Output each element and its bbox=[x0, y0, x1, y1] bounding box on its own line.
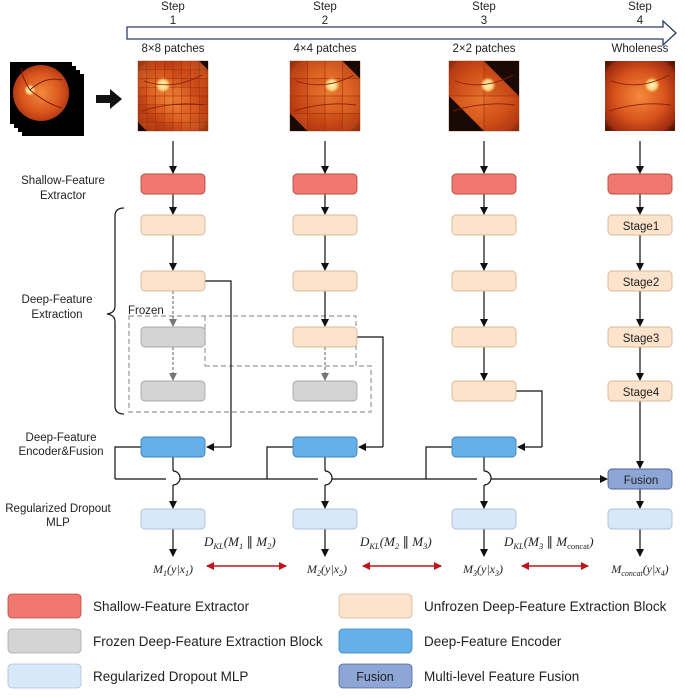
unfrozen-block-step-4-stage-4 bbox=[607, 380, 673, 402]
stage4-label: Stage4 bbox=[623, 387, 660, 399]
unfrozen-block-step-3-stage-1 bbox=[451, 214, 517, 236]
input-fundus-stack bbox=[10, 62, 84, 136]
mlp-row-label-2: MLP bbox=[46, 517, 70, 529]
legend-label-encoder: Deep-Feature Encoder bbox=[424, 634, 562, 649]
output-m3: M3(y|x3) bbox=[462, 562, 503, 578]
input-arrow bbox=[96, 89, 122, 109]
kl-terms: DKL(M1 ∥ M2) DKL(M2 ∥ M3) DKL(M3 ∥ Mconc… bbox=[203, 534, 594, 551]
dropout-mlp-step-4 bbox=[607, 508, 673, 530]
deep-feature-encoder-step-3 bbox=[451, 436, 517, 458]
shallow-extractor-step-2 bbox=[292, 173, 358, 195]
fusion-box-label: Fusion bbox=[624, 475, 659, 487]
deep-row-label-2: Extraction bbox=[31, 309, 82, 321]
frozen-block-step-2-stage-4 bbox=[292, 380, 358, 402]
encoder-row-label-1: Deep-Feature bbox=[26, 432, 97, 444]
step-4-title: Step bbox=[628, 1, 652, 13]
legend-swatch-mlp bbox=[7, 663, 82, 689]
step-4-number: 4 bbox=[637, 15, 644, 27]
unfrozen-block-step-4-stage-3 bbox=[607, 326, 673, 348]
patch-image-step-4 bbox=[605, 61, 675, 131]
shallow-extractor-step-4 bbox=[607, 173, 673, 195]
patch-image-step-1 bbox=[137, 60, 209, 132]
legend-label-fusion: Multi-level Feature Fusion bbox=[424, 669, 579, 684]
frozen-label: Frozen bbox=[128, 305, 164, 317]
encoder-row-label-2: Encoder&Fusion bbox=[18, 446, 103, 458]
step-3-number: 3 bbox=[481, 15, 487, 27]
unfrozen-block-step-2-stage-2 bbox=[292, 270, 358, 292]
legend-label-frozen: Frozen Deep-Feature Extraction Block bbox=[93, 634, 323, 649]
patch-labels: 8×8 patches 4×4 patches 2×2 patches Whol… bbox=[142, 43, 669, 55]
legend-swatch-frozen bbox=[7, 628, 82, 654]
step-2-title: Step bbox=[313, 1, 337, 13]
patch-image-step-3 bbox=[448, 60, 520, 132]
unfrozen-block-step-2-stage-3 bbox=[292, 326, 358, 348]
output-m2: M2(y|x2) bbox=[306, 562, 347, 578]
legend-swatch-shallow bbox=[7, 593, 82, 619]
deep-feature-encoder-step-1 bbox=[140, 436, 206, 458]
unfrozen-block-step-1-stage-2 bbox=[140, 270, 206, 292]
patch-label-3: 2×2 patches bbox=[453, 43, 516, 55]
legend-label-mlp: Regularized Dropout MLP bbox=[93, 669, 248, 684]
frozen-block-step-1-stage-3 bbox=[140, 326, 206, 348]
unfrozen-block-step-1-stage-1 bbox=[140, 214, 206, 236]
legend-swatch-unfrozen bbox=[338, 593, 413, 619]
unfrozen-block-step-4-stage-1 bbox=[607, 214, 673, 236]
model-outputs: M1(y|x1) M2(y|x2) M3(y|x3) Mconcat(y|x4) bbox=[152, 562, 669, 578]
step-3-title: Step bbox=[472, 1, 496, 13]
frozen-block-step-1-stage-4 bbox=[140, 380, 206, 402]
shallow-row-label-1: Shallow-Feature bbox=[21, 175, 105, 187]
patch-label-1: 8×8 patches bbox=[142, 43, 205, 55]
kl-term-2-3: DKL(M2 ∥ M3) bbox=[359, 534, 432, 551]
output-m1: M1(y|x1) bbox=[152, 562, 193, 578]
kl-term-1-2: DKL(M1 ∥ M2) bbox=[203, 534, 276, 551]
unfrozen-block-step-3-stage-4 bbox=[451, 380, 517, 402]
legend-fusion-chip-label: Fusion bbox=[356, 670, 394, 684]
kl-term-3-concat: DKL(M3 ∥ Mconcat) bbox=[503, 534, 594, 551]
connectors bbox=[114, 141, 644, 557]
dropout-mlp-step-3 bbox=[451, 508, 517, 530]
unfrozen-block-step-2-stage-1 bbox=[292, 214, 358, 236]
legend-swatch-fusion bbox=[338, 663, 413, 689]
dropout-mlp-step-2 bbox=[292, 508, 358, 530]
blocks bbox=[140, 173, 673, 530]
stage3-label: Stage3 bbox=[623, 333, 659, 345]
legend-label-shallow: Shallow-Feature Extractor bbox=[93, 599, 250, 614]
legend-swatch-encoder bbox=[338, 628, 413, 654]
step-2-number: 2 bbox=[322, 15, 328, 27]
row-labels: Shallow-Feature Extractor Deep-Feature E… bbox=[5, 175, 111, 529]
patch-image-step-2 bbox=[289, 60, 361, 132]
deep-extraction-bracket bbox=[106, 207, 125, 415]
shallow-row-label-2: Extractor bbox=[40, 190, 86, 202]
mlp-row-label-1: Regularized Dropout bbox=[5, 503, 111, 515]
unfrozen-block-step-4-stage-2 bbox=[607, 270, 673, 292]
fusion-block-step-4 bbox=[607, 468, 673, 490]
patch-label-2: 4×4 patches bbox=[294, 43, 357, 55]
dropout-mlp-step-1 bbox=[140, 508, 206, 530]
unfrozen-block-step-3-stage-2 bbox=[451, 270, 517, 292]
legend: Shallow-Feature Extractor Unfrozen Deep-… bbox=[7, 593, 667, 689]
shallow-extractor-step-3 bbox=[451, 173, 517, 195]
legend-label-unfrozen: Unfrozen Deep-Feature Extraction Block bbox=[424, 599, 667, 614]
patch-label-4: Wholeness bbox=[612, 43, 669, 55]
output-mconcat: Mconcat(y|x4) bbox=[610, 562, 668, 578]
deep-feature-encoder-step-2 bbox=[292, 436, 358, 458]
unfrozen-block-step-3-stage-3 bbox=[451, 326, 517, 348]
step-1-number: 1 bbox=[170, 15, 176, 27]
step-labels: Step 1 Step 2 Step 3 Step 4 bbox=[161, 1, 652, 27]
deep-row-label-1: Deep-Feature bbox=[22, 294, 93, 306]
step-progress-arrow bbox=[126, 19, 677, 47]
stage1-label: Stage1 bbox=[623, 221, 659, 233]
stage2-label: Stage2 bbox=[623, 277, 659, 289]
stage-labels: Stage1 Stage2 Stage3 Stage4 Fusion bbox=[623, 221, 660, 487]
step-1-title: Step bbox=[161, 1, 185, 13]
shallow-extractor-step-1 bbox=[140, 173, 206, 195]
